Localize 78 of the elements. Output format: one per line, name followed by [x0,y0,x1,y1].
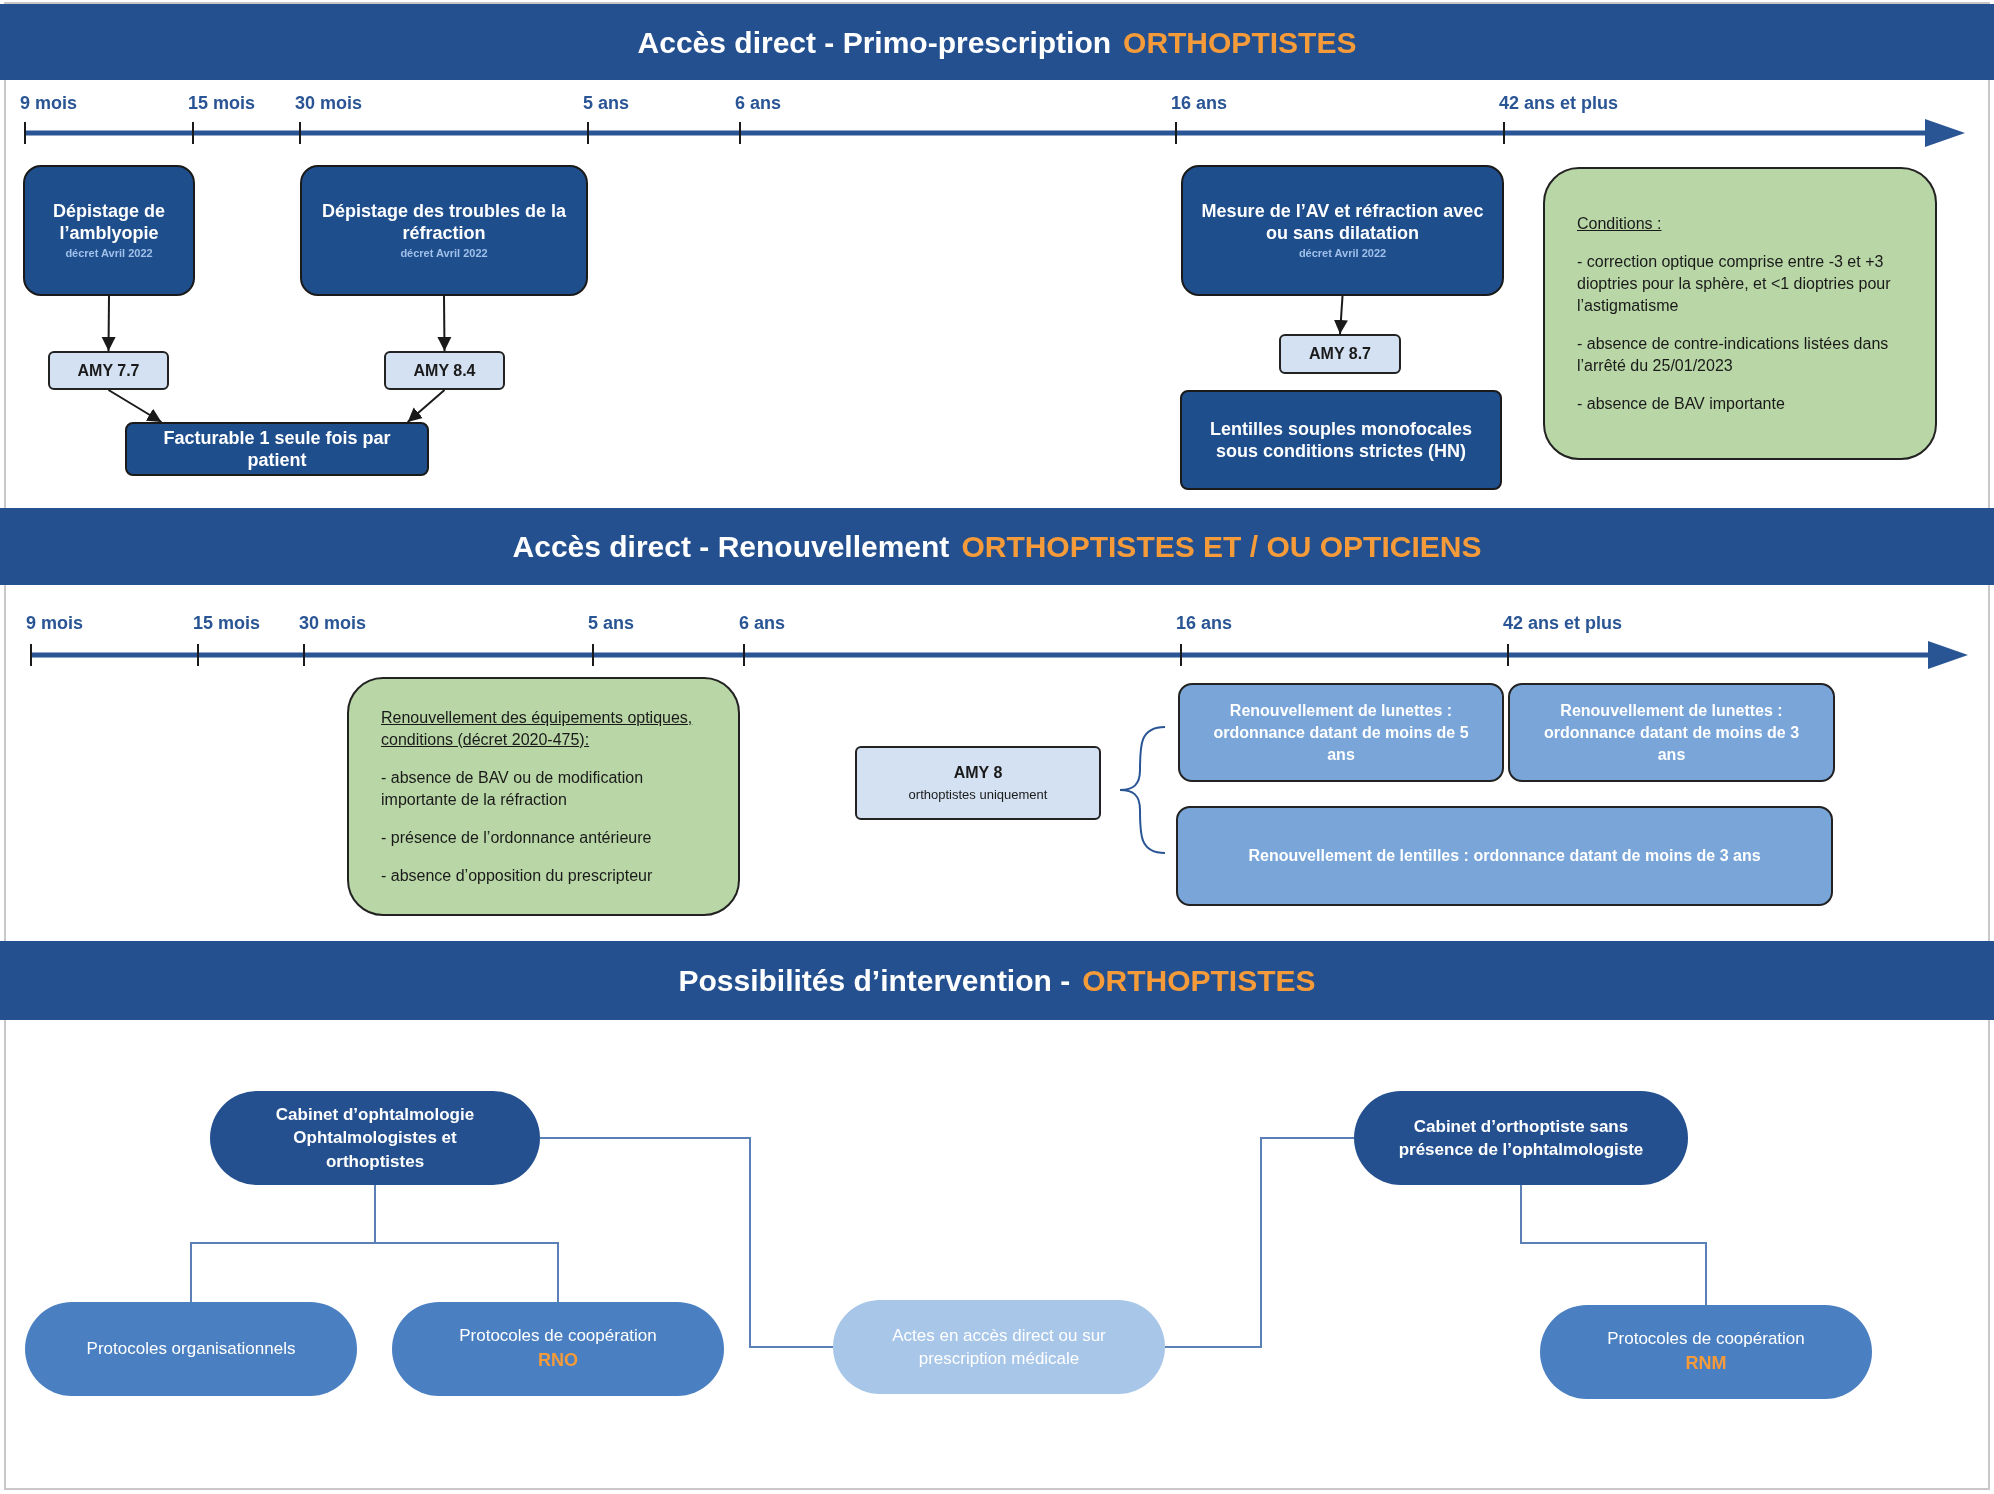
section-band [0,941,1994,1020]
connector-line [1520,1184,1707,1306]
tick-label: 6 ans [735,92,782,115]
box-title: Mesure de l’AV et réfraction avec ou sans dilatation [1200,199,1485,245]
arrow [101,295,116,352]
condition-text: - absence d’opposition du prescripteur [381,865,654,886]
pill-label: Actes en accès direct ou sur prescription médicale [891,1324,1107,1370]
process-box [23,165,195,296]
box-note: décret Avril 2022 [400,245,488,261]
tick-label: 15 mois [188,92,256,115]
conditions-heading: Renouvellement des équipements optiques, conditions (décret 2020-475): [381,707,694,750]
connector-line [1164,1137,1355,1348]
condition-text: - présence de l’ordonnance antérieure [381,827,653,848]
condition-text: - absence de contre-indications listées dans l’arrêté du 25/01/2023 [1577,333,1890,376]
tick-label: 30 mois [299,612,367,635]
code-box [855,746,1101,820]
arrow [107,389,163,423]
process-box [1181,165,1504,296]
arrow [1333,295,1348,335]
arrow [406,389,446,423]
pill-highlight: RNO [538,1349,578,1373]
pill-label: Protocoles de coopération [1607,1327,1805,1350]
code-box [384,351,505,390]
code-note: orthoptistes uniquement [908,786,1048,805]
box-title: Renouvellement de lunettes : ordonnance datant de moins de 3 ans [1542,700,1801,765]
connector-line [374,1184,559,1303]
pill-label: Protocoles de coopération [459,1324,657,1347]
section-band [0,508,1994,585]
tick-label: 5 ans [588,612,635,635]
code-box [48,351,169,390]
condition-text: - absence de BAV ou de modification importante de la réfraction [381,767,645,810]
code-label: AMY 8.4 [413,360,476,381]
tick-label: 42 ans et plus [1503,612,1623,635]
connector-line [539,1137,834,1348]
pill-label: Cabinet d’orthoptiste sans présence de l’ophtalmologiste [1397,1115,1645,1161]
condition-text: - absence de BAV importante [1577,393,1786,414]
tick-label: 16 ans [1176,612,1233,635]
code-label: AMY 7.7 [77,360,140,381]
pill-highlight: RNM [1685,1352,1727,1376]
box-note: décret Avril 2022 [1298,245,1387,261]
band-title: Possibilités d’intervention - [678,963,1071,999]
conditions-box [347,677,740,916]
code-label: AMY 8.7 [1309,344,1371,364]
band-highlight: ORTHOPTISTES [1123,24,1357,61]
conditions-box [1543,167,1937,460]
renewal-box [1178,683,1504,782]
code-label: AMY 8 [953,763,1003,784]
arrow [437,295,452,352]
band-highlight: ORTHOPTISTES [1082,963,1316,999]
process-box [1180,390,1502,490]
box-title: Lentilles souples monofocales sous conditions strictes (HN) [1208,417,1474,463]
pill-label: Protocoles organisationnels [86,1338,296,1361]
box-title: Dépistage des troubles de la réfraction [320,199,568,245]
tick-label: 30 mois [295,92,363,115]
box-title: Dépistage de l’amblyopie [51,199,166,245]
box-note: décret Avril 2022 [65,245,153,261]
conditions-heading: Conditions : [1577,213,1663,234]
condition-text: - correction optique comprise entre -3 et +3 dioptries pour la sphère, et <1 dioptries pour l’astigmatisme [1577,251,1892,316]
process-box [125,422,429,476]
pill-label: Cabinet d’ophtalmologie Ophtalmologistes et orthoptistes [274,1103,476,1173]
renewal-box [1508,683,1835,782]
band-title: Accès direct - Renouvellement [512,529,950,565]
renewal-box [1176,806,1833,906]
tick-label: 9 mois [20,92,78,115]
tick-label: 5 ans [583,92,630,115]
tick-label: 9 mois [26,612,84,635]
band-title: Accès direct - Primo-prescription [637,24,1112,61]
process-box [300,165,588,296]
code-box [1279,334,1401,374]
box-title: Renouvellement de lunettes : ordonnance datant de moins de 5 ans [1212,700,1470,765]
tick-label: 16 ans [1171,92,1228,115]
band-highlight: ORTHOPTISTES ET / OU OPTICIENS [961,529,1482,565]
section-band [0,4,1994,80]
tick-label: 15 mois [193,612,261,635]
tick-label: 6 ans [739,612,786,635]
tick-label: 42 ans et plus [1499,92,1619,115]
box-title: Renouvellement de lentilles : ordonnance datant de moins de 3 ans [1248,846,1761,866]
box-title: Facturable 1 seule fois par patient [162,426,392,472]
